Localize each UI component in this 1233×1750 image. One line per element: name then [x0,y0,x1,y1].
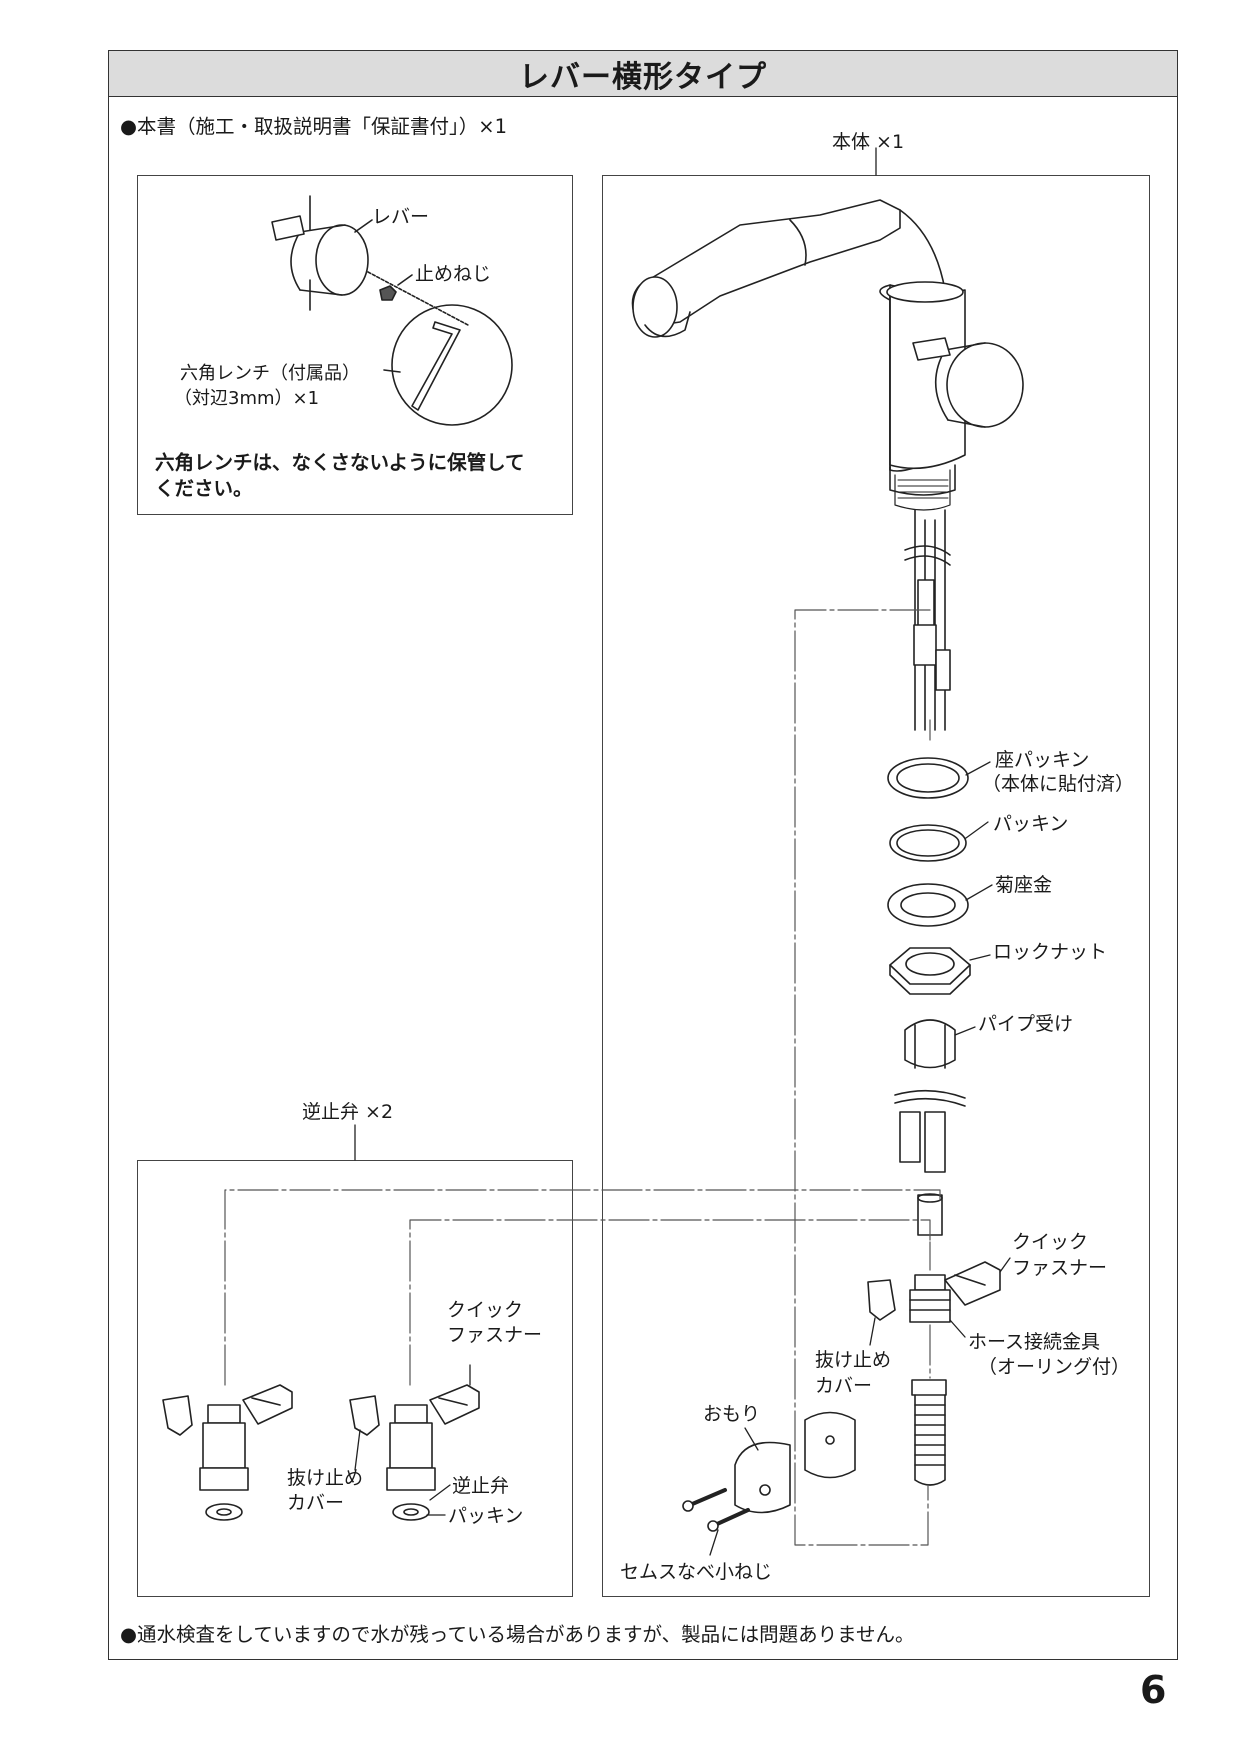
set-screw-label: 止めねじ [415,263,492,285]
page-title-text: レバー横形タイプ [519,59,767,95]
chrysanthemum-washer-icon [887,883,969,927]
slip-cover-right-icon [349,1395,380,1436]
lock-nut-label: ロックナット [993,941,1108,963]
packing-label: パッキン [993,813,1069,835]
hose-ends-icon [894,1089,966,1236]
cv-slip-cover-label-1: 抜け止め [287,1467,364,1489]
hex-wrench-label-2: （対辺3mm）×1 [174,388,320,409]
sems-screw-icon [682,1488,750,1532]
faucet-lever-icon [912,337,1024,428]
cv-slip-cover-label-2: カバー [287,1492,345,1514]
faucet-spout-icon [631,199,946,472]
seat-packing-icon [887,757,969,799]
check-valve-left-icon [199,1404,249,1521]
check-valve-box-header: 逆止弁 ×2 [302,1101,394,1123]
body-quick-fastener-label-1: クイック [1012,1231,1089,1253]
cv-quick-fastener-label-1: クイック [447,1299,524,1321]
pipe-holder-icon [904,1019,956,1069]
seat-packing-label-1: 座パッキン [995,749,1090,771]
check-valve-label: 逆止弁 [452,1475,510,1497]
body-box-header: 本体 ×1 [832,131,905,153]
hose-fitting-label-2: （オーリング付） [978,1356,1131,1378]
water-test-note: ●通水検査をしていますので水が残っている場合がありますが、製品には問題ありません… [120,1623,915,1646]
screw-label: セムスなべ小ねじ [620,1561,773,1583]
cv-quick-fastener-label-2: ファスナー [447,1324,543,1346]
wrench-caution-2: ください。 [155,477,253,500]
lock-nut-icon [889,947,971,995]
page-title: レバー横形タイプ [108,50,1178,97]
chrysanthemum-washer-label: 菊座金 [995,874,1053,896]
wrench-caution-1: 六角レンチは、なくさないように保管して [155,451,525,474]
body-slip-cover-label-2: カバー [815,1375,873,1397]
packing-icon [889,824,967,862]
lever-label: レバー [372,206,430,228]
hex-wrench-label-1: 六角レンチ（付属品） [180,363,360,384]
check-valve-right-icon [386,1404,436,1521]
weight-icon [734,1411,856,1514]
quick-fastener-left-icon [242,1384,293,1425]
hose-fitting-icon [909,1274,951,1323]
body-quick-fastener-label-2: ファスナー [1012,1257,1108,1279]
faucet-body-icon [886,281,966,511]
slip-cover-body-icon [867,1279,896,1321]
included-manual-note: ●本書（施工・取扱説明書「保証書付」）×1 [120,115,508,138]
hose-fitting-label-1: ホース接続金具 [968,1331,1101,1353]
weighted-hose-icon [911,1379,947,1486]
set-screw-icon [367,271,469,326]
lever-icon [271,195,373,311]
seat-packing-label-2: （本体に貼付済） [982,773,1135,795]
cv-packing-label: パッキン [448,1505,524,1527]
body-slip-cover-label-1: 抜け止め [815,1349,892,1371]
quick-fastener-right-icon [429,1384,480,1425]
lever-parts-box [137,175,573,515]
supply-hoses-icon [904,509,951,731]
slip-cover-left-icon [162,1395,193,1436]
hex-wrench-icon [383,304,513,426]
quick-fastener-body-icon [944,1261,1001,1306]
weight-label: おもり [703,1403,761,1425]
pipe-holder-label: パイプ受け [978,1013,1074,1035]
page-number: 6 [1140,1668,1167,1712]
